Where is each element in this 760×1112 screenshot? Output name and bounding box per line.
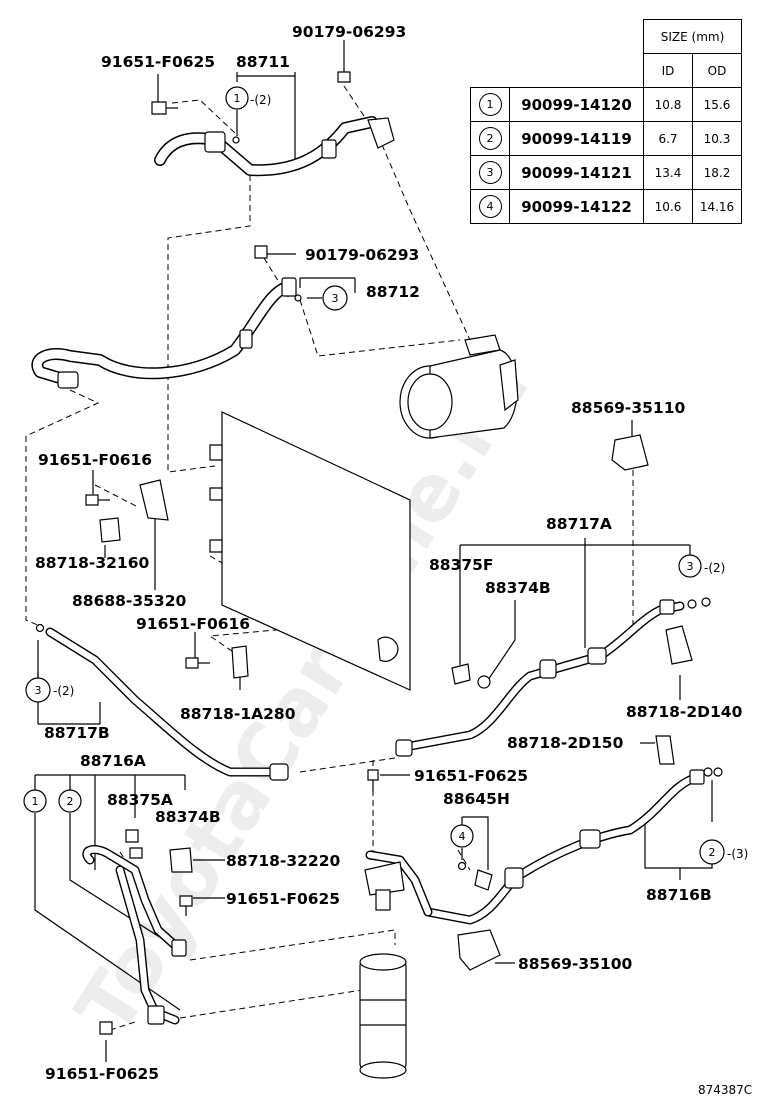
label-91651-F0625-top: 91651-F0625 [101,53,215,71]
outer-diameter: 14.16 [692,189,742,224]
label-90179-06293-mid: 90179-06293 [305,246,419,264]
inner-diameter: 6.7 [643,121,693,156]
callout-2-88716B: 2 -(3) [699,839,748,865]
label-88645H: 88645H [443,790,510,808]
table-row: 1 90099-14120 10.8 15.6 [470,87,742,122]
label-88374B-b: 88374B [155,808,221,826]
outer-diameter: 10.3 [692,121,742,156]
svg-text:3: 3 [35,684,42,697]
pipe-88717A [395,599,685,757]
compressor [399,334,519,439]
row-number: 3 [478,161,502,184]
svg-text:-(2): -(2) [53,684,74,698]
part-number: 90099-14119 [509,121,644,156]
condenser [209,411,411,691]
receiver-dryer [359,861,407,1079]
label-leader-lines [34,40,713,1062]
label-88718-1A280: 88718-1A280 [180,705,296,723]
diagram-code: 874387C [698,1083,752,1097]
label-88718-32220: 88718-32220 [226,852,340,870]
label-88718-32160: 88718-32160 [35,554,149,572]
part-number: 90099-14122 [509,189,644,224]
label-91651-F0625-low: 91651-F0625 [226,890,340,908]
svg-text:-(2): -(2) [704,561,725,575]
label-90179-06293-top: 90179-06293 [292,23,406,41]
inner-diameter: 10.6 [643,189,693,224]
svg-text:3: 3 [687,560,694,573]
callout-4-88645H: 4 [450,824,474,848]
table-row: 3 90099-14121 13.4 18.2 [470,155,742,190]
label-88688-35320: 88688-35320 [72,592,186,610]
label-88717B: 88717B [44,724,110,742]
label-88712: 88712 [366,283,420,301]
callout-3-88717A: 3 -(2) [678,554,725,578]
label-88375F: 88375F [429,556,494,574]
label-88569-35110: 88569-35110 [571,399,685,417]
label-88711: 88711 [236,53,290,71]
callout-1-top: 1 -(2) [225,86,271,110]
inner-diameter: 10.8 [643,87,693,122]
label-88716B: 88716B [646,886,712,904]
hose-88712 [31,277,297,389]
label-88374B-a: 88374B [485,579,551,597]
circled-callouts: 1 -(2) 3 3 -(2) 3 -(2) 1 2 4 [23,86,748,865]
callout-2-88716A: 2 [58,789,82,813]
o-ring-size-table: SIZE (mm) ID OD 1 90099-14120 10.8 15.6 … [470,19,742,224]
callout-1-88716A: 1 [23,789,47,813]
svg-text:-(2): -(2) [250,93,271,107]
col-id-header: ID [643,53,693,88]
svg-text:2: 2 [67,795,74,808]
label-88716A: 88716A [80,752,146,770]
row-number: 1 [478,93,502,116]
label-88375A: 88375A [107,791,173,809]
inner-diameter: 13.4 [643,155,693,190]
part-labels: 90179-06293 91651-F0625 88711 90179-0629… [35,23,752,1097]
part-number: 90099-14120 [509,87,644,122]
svg-text:1: 1 [32,795,39,808]
col-od-header: OD [692,53,742,88]
callout-3-88712: 3 [322,285,348,311]
size-header: SIZE (mm) [643,19,742,54]
label-91651-F0616-b: 91651-F0616 [136,615,250,633]
assembly-dashed-lines [25,85,634,1031]
svg-text:-(3): -(3) [727,847,748,861]
table-row: 2 90099-14119 6.7 10.3 [470,121,742,156]
label-88718-2D140: 88718-2D140 [626,703,743,721]
callout-3-88717B: 3 -(2) [25,677,74,703]
table-row: 4 90099-14122 10.6 14.16 [470,189,742,224]
label-91651-F0625-bottom: 91651-F0625 [45,1065,159,1083]
row-number: 4 [478,195,502,218]
outer-diameter: 18.2 [692,155,742,190]
small-parts [35,71,723,1035]
pipe-88716A [82,845,187,1025]
part-number: 90099-14121 [509,155,644,190]
row-number: 2 [478,127,502,150]
pipe-88717B [45,627,289,781]
label-88569-35100: 88569-35100 [518,955,632,973]
label-88718-2D150: 88718-2D150 [507,734,624,752]
label-91651-F0625-mid: 91651-F0625 [414,767,528,785]
label-88717A: 88717A [546,515,612,533]
outer-diameter: 15.6 [692,87,742,122]
svg-text:3: 3 [332,292,339,305]
svg-text:4: 4 [459,830,466,843]
pipe-88716B [365,769,705,925]
svg-text:1: 1 [234,92,241,105]
svg-text:2: 2 [709,846,716,859]
label-91651-F0616-a: 91651-F0616 [38,451,152,469]
hose-88711 [154,116,395,177]
